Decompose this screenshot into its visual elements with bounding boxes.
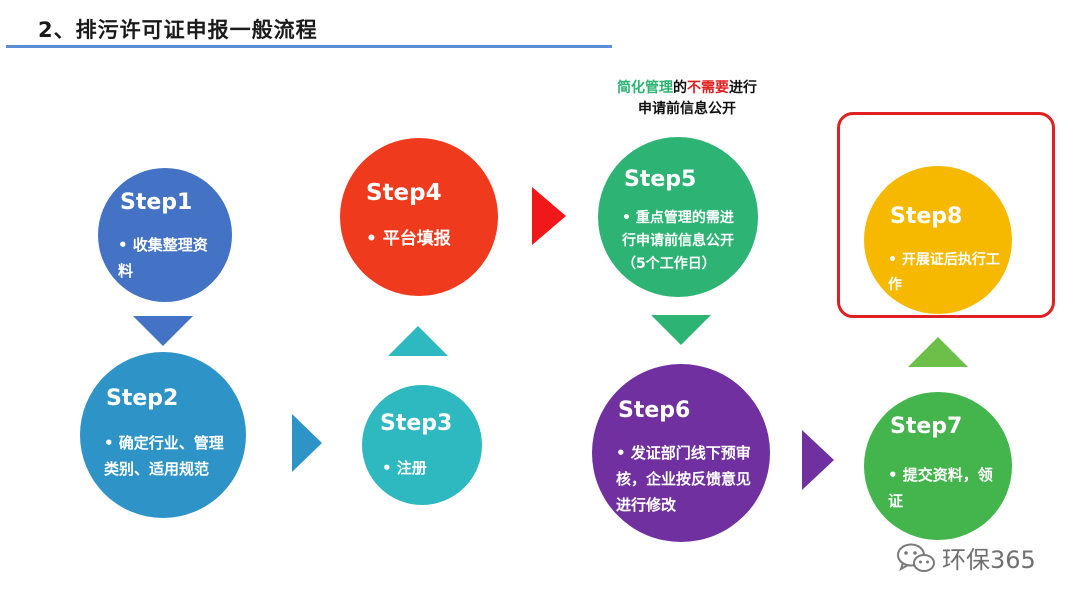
step4-label: Step4 xyxy=(366,180,442,206)
step3-description: • 注册 xyxy=(382,459,427,477)
wechat-icon xyxy=(897,543,935,572)
arrow-step1-to-step2 xyxy=(133,316,193,346)
step7-label: Step7 xyxy=(890,414,963,439)
step2-circle: Step2 • 确定行业、管理类别、适用规范 xyxy=(80,352,246,518)
step5-circle: Step5 • 重点管理的需进行申请前信息公开（5个工作日） xyxy=(598,137,758,297)
step4-description: • 平台填报 xyxy=(366,229,451,249)
title-underline xyxy=(6,45,612,48)
step1-circle: Step1 • 收集整理资料 xyxy=(98,168,232,302)
watermark: 环保365 xyxy=(896,540,1036,575)
step8-highlight-box xyxy=(837,112,1055,318)
step8-description: • 开展证后执行工作 xyxy=(888,252,1000,293)
step5-description: • 重点管理的需进行申请前信息公开（5个工作日） xyxy=(622,210,734,272)
step7-circle: Step7 • 提交资料，领证 xyxy=(864,392,1012,540)
step2-label: Step2 xyxy=(106,386,179,411)
step1-label: Step1 xyxy=(120,190,193,215)
arrow-step5-to-step6 xyxy=(651,315,711,345)
step3-label: Step3 xyxy=(380,411,453,436)
step6-circle: Step6 • 发证部门线下预审核，企业按反馈意见进行修改 xyxy=(592,364,770,542)
step7-description: • 提交资料，领证 xyxy=(888,466,993,510)
step6-label: Step6 xyxy=(618,398,691,423)
simplified-management-note: 简化管理的不需要进行申请前信息公开 xyxy=(617,80,757,117)
arrow-step4-to-step5 xyxy=(532,187,566,245)
watermark-text: 环保365 xyxy=(942,546,1036,574)
step5-label: Step5 xyxy=(624,167,697,192)
step4-circle: Step4 • 平台填报 xyxy=(340,138,498,296)
page-title: 2、排污许可证申报一般流程 xyxy=(38,18,318,42)
step2-description: • 确定行业、管理类别、适用规范 xyxy=(104,434,224,478)
step6-description: • 发证部门线下预审核，企业按反馈意见进行修改 xyxy=(616,444,752,514)
step3-circle: Step3 • 注册 xyxy=(362,385,482,505)
step8-circle: Step8 • 开展证后执行工作 xyxy=(864,166,1012,314)
arrow-step6-to-step7 xyxy=(802,430,834,490)
step8-label: Step8 xyxy=(890,204,963,229)
arrow-step2-to-step3 xyxy=(292,414,322,472)
arrow-step3-to-step4 xyxy=(388,326,448,356)
step1-description: • 收集整理资料 xyxy=(118,236,208,280)
arrow-step7-to-step8 xyxy=(908,337,968,367)
